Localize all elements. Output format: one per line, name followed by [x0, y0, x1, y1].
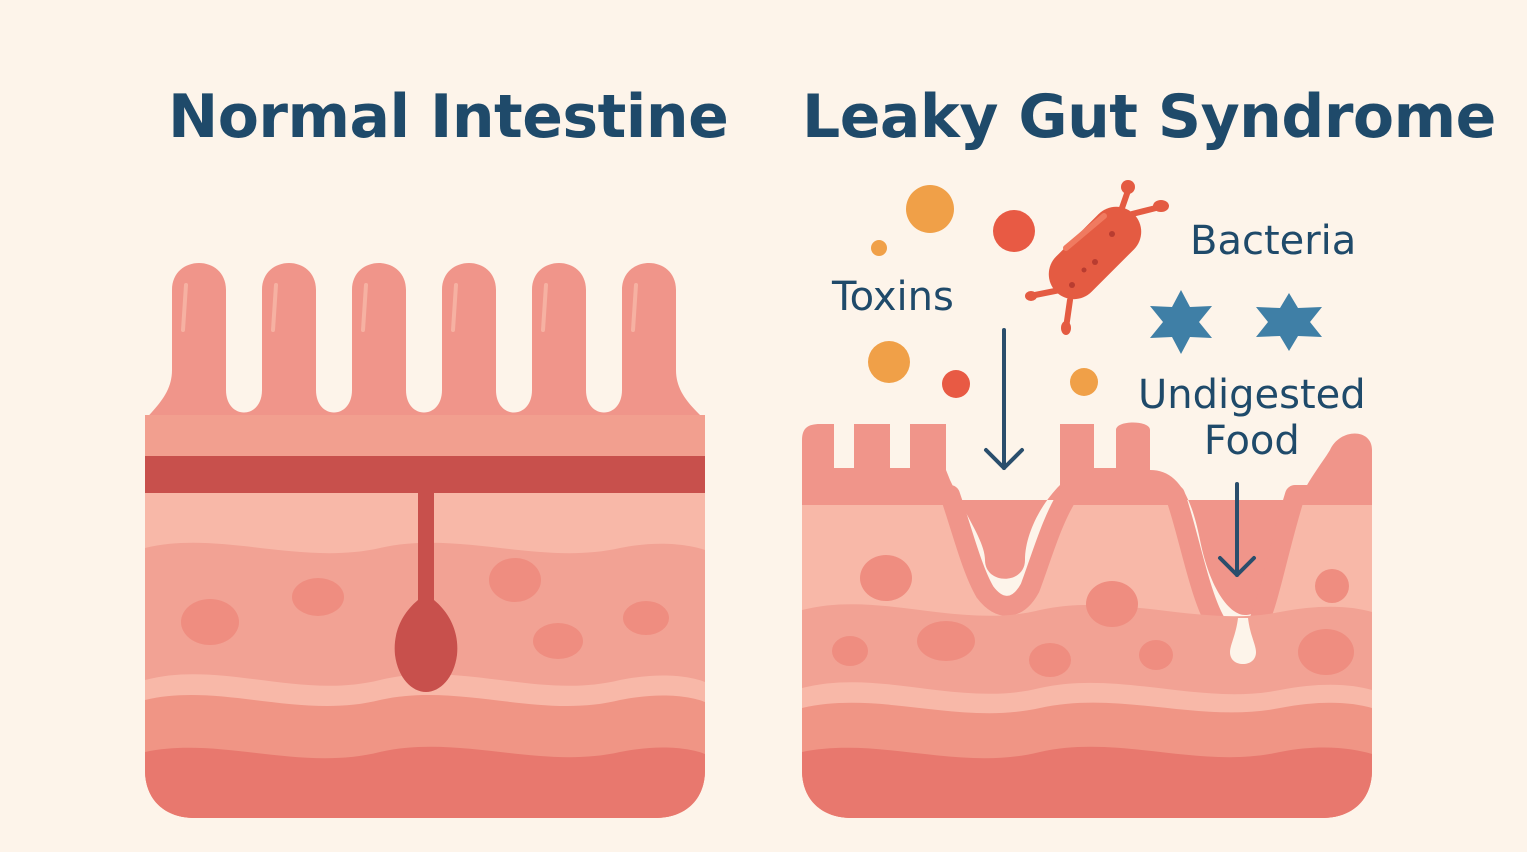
toxin-particle — [942, 370, 970, 398]
leak-droplet — [1230, 618, 1256, 664]
toxin-particle — [906, 185, 954, 233]
undigested-food-particles — [1150, 290, 1322, 354]
bacteria-label: Bacteria — [1190, 218, 1357, 264]
leaky-tissue-wave-4 — [802, 746, 1372, 818]
undigested-food-label-line2: Food — [1203, 418, 1300, 464]
star-particle — [1150, 290, 1212, 354]
normal-tissue-wave-4 — [145, 746, 705, 818]
normal-cells — [181, 558, 669, 659]
villi-highlights — [181, 283, 638, 332]
undigested-food-label-line1: Undigested — [1138, 372, 1366, 418]
arrow-toxins-down-icon — [984, 328, 1024, 470]
leaky-gut-title: Leaky Gut Syndrome — [802, 82, 1496, 152]
toxin-particle — [993, 210, 1035, 252]
toxin-particle — [871, 240, 887, 256]
bacterium-icon — [1025, 180, 1169, 335]
toxin-particles — [868, 185, 1098, 398]
normal-intestine-illustration — [145, 263, 705, 818]
arrow-food-down-icon — [1218, 482, 1256, 577]
blood-vessel — [394, 490, 458, 692]
tight-junction-band — [145, 456, 705, 493]
star-particle — [1256, 293, 1322, 351]
leaky-cells — [832, 555, 1354, 677]
undigested-food-label: Undigested Food — [1138, 372, 1366, 464]
toxin-particle — [868, 341, 910, 383]
normal-intestine-title: Normal Intestine — [168, 82, 729, 152]
toxin-particle — [1070, 368, 1098, 396]
toxins-label: Toxins — [832, 274, 954, 320]
leaky-gut-illustration — [802, 180, 1372, 818]
